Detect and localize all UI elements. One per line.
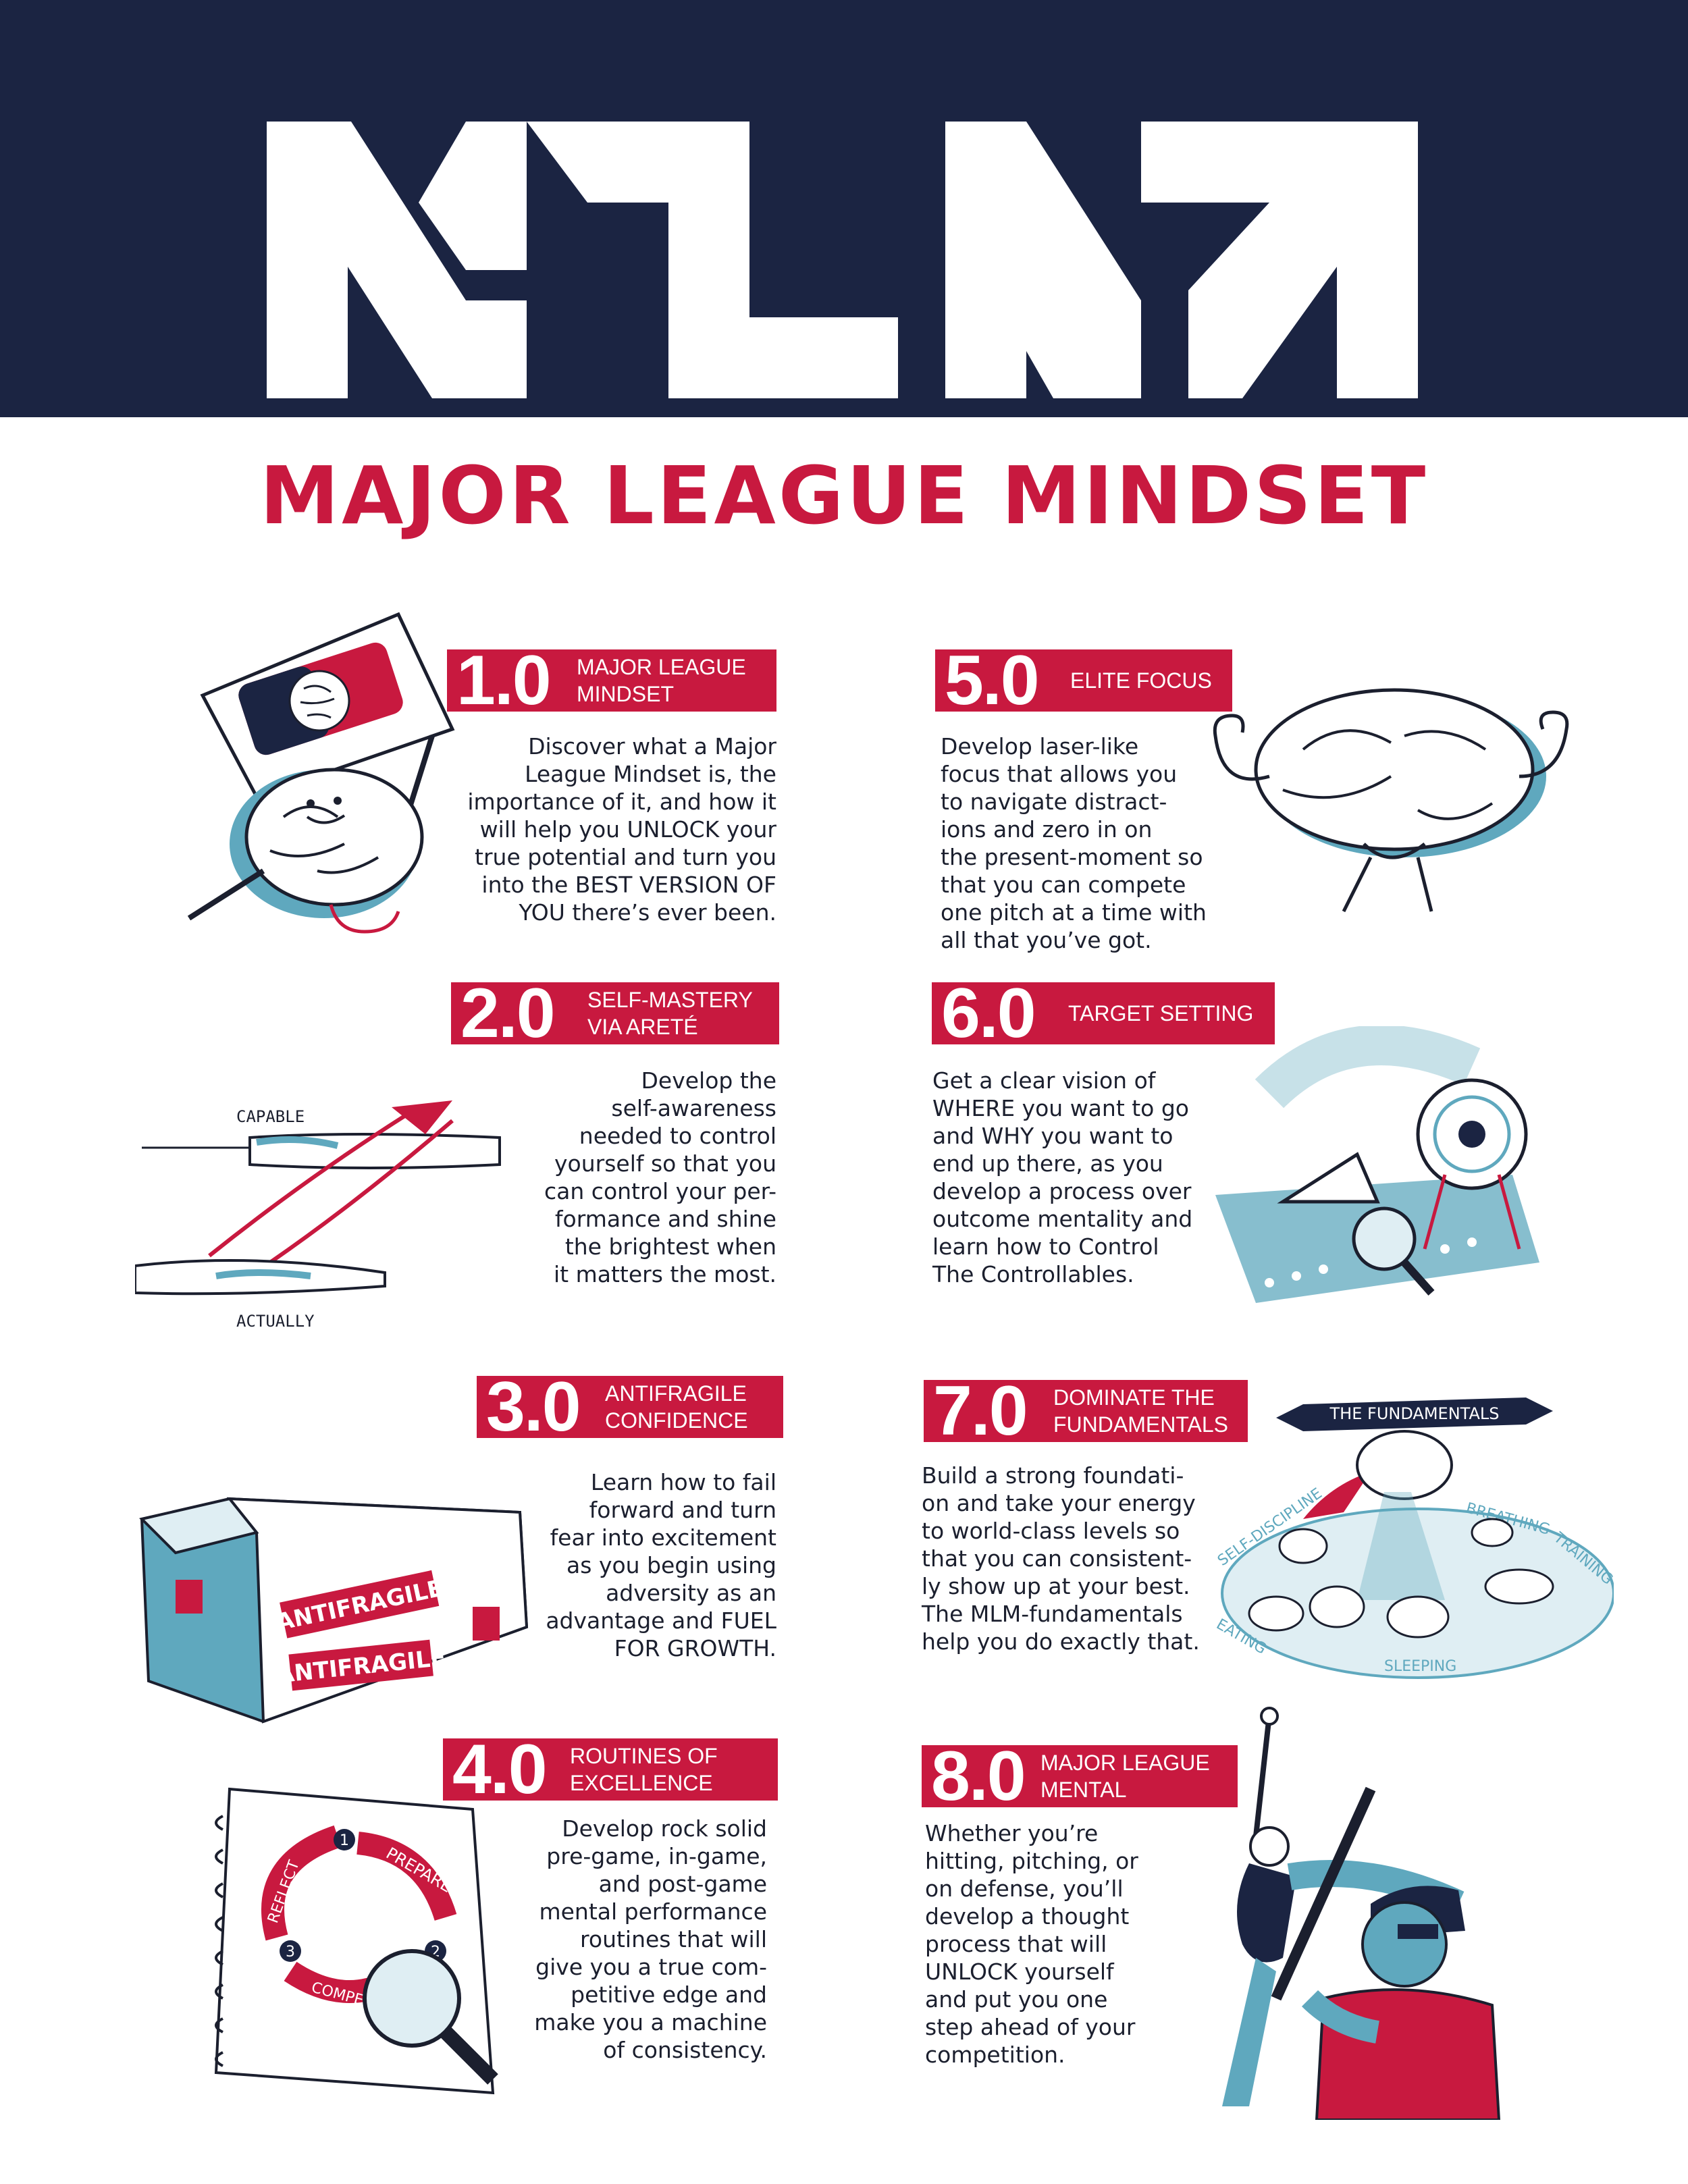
section-number: 5.0 [945,641,1040,720]
mlm-logo [267,122,1418,398]
section-number: 3.0 [486,1368,581,1446]
brain-flag-icon [187,612,455,934]
section-5-body: Develop laser-like focus that allows you… [941,733,1207,953]
page-subtitle: MAJOR LEAGUE MINDSET [259,449,1429,542]
fundamentals-banner-label: THE FUNDAMENTALS [1329,1404,1500,1423]
crate-icon: ANTIFRAGILE ANTIFRAGILE [139,1497,529,1724]
sleeping-label: SLEEPING [1384,1658,1456,1675]
target-icon [1215,1026,1539,1303]
section-5-header: 5.0 ELITE FOCUS [935,644,1232,717]
section-number: 6.0 [941,974,1036,1053]
fundamentals-icon: THE FUNDAMENTALS SELF-DISCIPLINE BREATHI… [1213,1397,1614,1679]
section-number: 1.0 [456,641,552,720]
section-7-body: Build a strong foundati- on and take you… [922,1462,1200,1655]
step-1-label: 1 [340,1832,349,1849]
section-number: 7.0 [933,1372,1028,1450]
section-8-body: Whether you’re hitting, pitching, or on … [925,1820,1138,2068]
section-4-body: Develop rock solid pre-game, in-game, an… [534,1815,767,2063]
section-title: ELITE FOCUS [1070,668,1212,693]
section-number: 2.0 [460,974,556,1053]
athletes-icon [1222,1707,1501,2120]
hands-gap-icon: CAPABLE ACTUALLY [135,1100,501,1331]
actually-label: ACTUALLY [236,1312,315,1331]
flexing-brain-icon [1213,688,1569,913]
section-1-body: Discover what a Major League Mindset is,… [467,733,776,926]
section-6-header: 6.0 TARGET SETTING [932,977,1275,1050]
section-number: 8.0 [931,1737,1026,1815]
capable-label: CAPABLE [236,1107,305,1126]
section-3-body: Learn how to fail forward and turn fear … [546,1469,776,1661]
section-2-body: Develop the self-awareness needed to con… [544,1067,776,1287]
notebook-cycle-icon: PREPARE COMPETE REFLECT 1 2 3 [214,1787,498,2095]
section-title: TARGET SETTING [1068,1001,1254,1026]
step-3-label: 3 [286,1944,295,1961]
section-6-body: Get a clear vision of WHERE you want to … [932,1067,1193,1287]
section-number: 4.0 [452,1730,548,1809]
